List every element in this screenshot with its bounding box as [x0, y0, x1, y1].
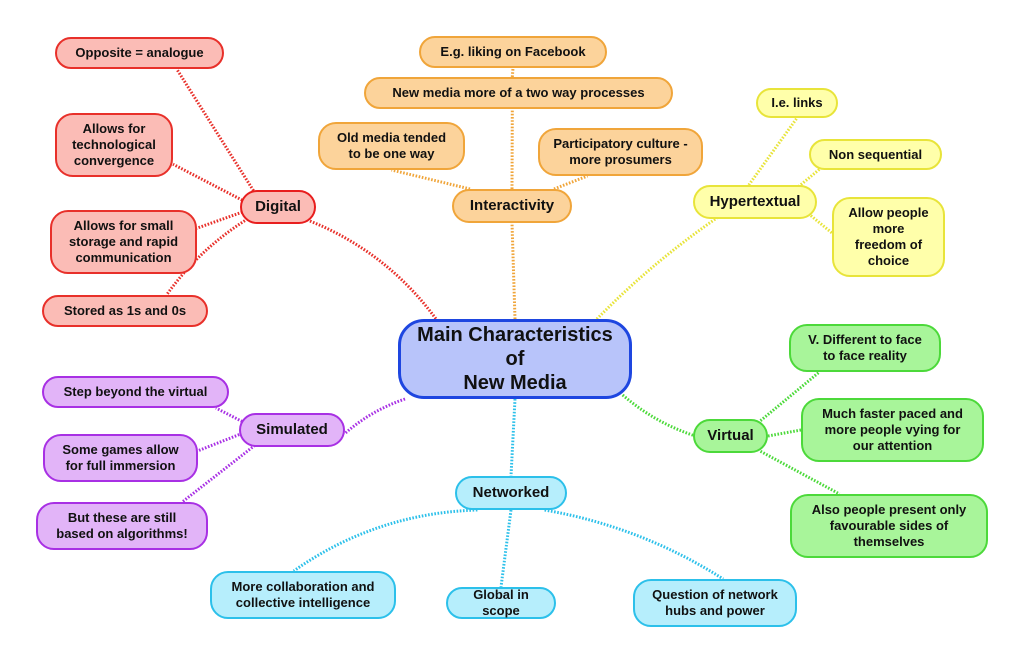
interactivity-note-participatory[interactable]: Participatory culture - more prosumers: [538, 128, 703, 176]
interactivity-note-facebook[interactable]: E.g. liking on Facebook: [419, 36, 607, 68]
edge-hypertextual-freedom: [809, 214, 833, 235]
edge-virtual-favourable: [759, 449, 841, 496]
digital-note-storage[interactable]: Allows for small storage and rapid commu…: [50, 210, 197, 274]
edge-simulated-algorithms: [181, 444, 256, 504]
edge-digital-storage: [193, 210, 243, 231]
interactivity-note-old-media[interactable]: Old media tended to be one way: [318, 122, 465, 170]
edge-digital-convergence: [172, 162, 243, 202]
edge-root-digital: [304, 217, 439, 323]
networked-note-collaboration[interactable]: More collaboration and collective intell…: [210, 571, 396, 619]
edge-digital-binary: [165, 217, 249, 296]
hypertextual-note-non-sequential[interactable]: Non sequential: [809, 139, 942, 170]
edge-networked-hubs: [544, 508, 725, 581]
interactivity-note-two-way[interactable]: New media more of a two way processes: [364, 77, 673, 109]
branch-virtual[interactable]: Virtual: [693, 419, 768, 453]
edge-networked-collaboration: [292, 508, 478, 573]
virtual-note-favourable-sides[interactable]: Also people present only favourable side…: [790, 494, 988, 558]
virtual-note-face-to-face[interactable]: V. Different to face to face reality: [789, 324, 941, 372]
central-topic[interactable]: Main Characteristics of New Media: [398, 319, 632, 399]
virtual-note-faster-paced[interactable]: Much faster paced and more people vying …: [801, 398, 984, 462]
edge-two-way-facebook: [510, 67, 515, 78]
edge-hypertextual-links: [747, 117, 799, 186]
edge-virtual-face-to-face: [759, 370, 821, 422]
edge-hypertextual-non-sequential: [797, 165, 824, 188]
branch-simulated[interactable]: Simulated: [239, 413, 345, 447]
branch-digital[interactable]: Digital: [240, 190, 316, 224]
edge-interactivity-participatory: [553, 174, 589, 191]
edge-simulated-immersion: [197, 432, 243, 453]
hypertextual-note-freedom[interactable]: Allow people more freedom of choice: [832, 197, 945, 277]
networked-note-hubs-power[interactable]: Question of network hubs and power: [633, 579, 797, 627]
edge-root-interactivity: [510, 222, 517, 320]
edge-root-hypertextual: [593, 216, 719, 323]
edge-simulated-step-beyond: [215, 406, 243, 423]
digital-note-convergence[interactable]: Allows for technological convergence: [55, 113, 173, 177]
branch-hypertextual[interactable]: Hypertextual: [693, 185, 817, 219]
edge-root-networked: [509, 398, 517, 477]
edge-networked-global: [499, 509, 513, 588]
branch-interactivity[interactable]: Interactivity: [452, 189, 572, 223]
simulated-note-immersion[interactable]: Some games allow for full immersion: [43, 434, 198, 482]
branch-networked[interactable]: Networked: [455, 476, 567, 510]
edge-digital-analogue: [175, 68, 257, 195]
digital-note-binary[interactable]: Stored as 1s and 0s: [42, 295, 208, 327]
digital-note-opposite-analogue[interactable]: Opposite = analogue: [55, 37, 224, 69]
edge-interactivity-old-media: [391, 168, 471, 191]
simulated-note-step-beyond[interactable]: Step beyond the virtual: [42, 376, 229, 408]
edge-root-virtual: [621, 393, 696, 438]
edge-root-simulated: [344, 397, 406, 435]
edge-virtual-faster-paced: [767, 428, 802, 438]
networked-note-global[interactable]: Global in scope: [446, 587, 556, 619]
hypertextual-note-links[interactable]: I.e. links: [756, 88, 838, 118]
simulated-note-algorithms[interactable]: But these are still based on algorithms!: [36, 502, 208, 550]
